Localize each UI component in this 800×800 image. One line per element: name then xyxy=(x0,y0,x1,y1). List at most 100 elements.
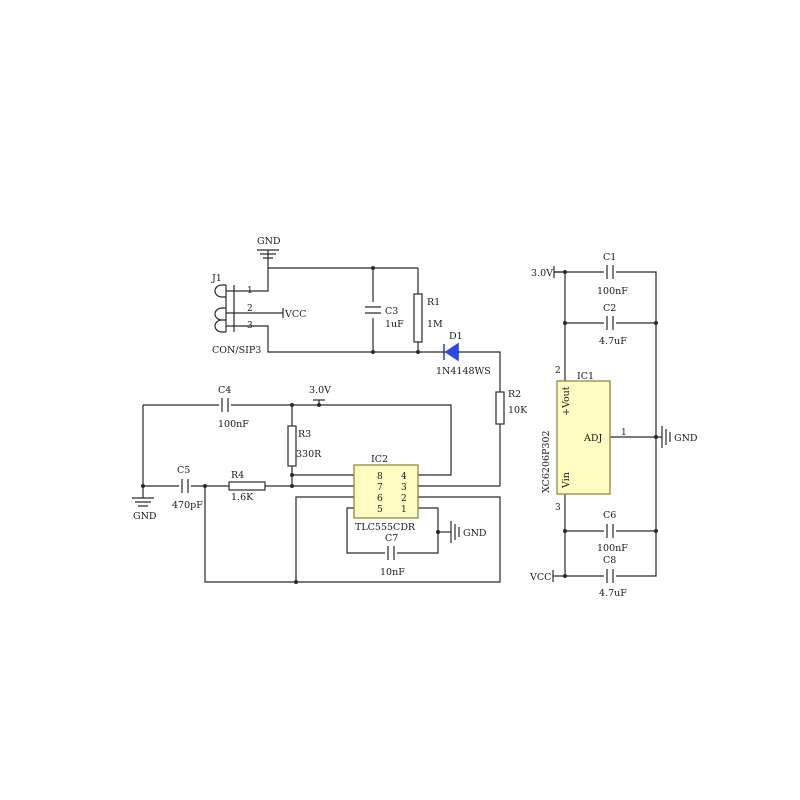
ic2-pin-3: 3 xyxy=(401,483,407,493)
c8-ref: C8 xyxy=(603,555,616,566)
ic2-pin-1: 1 xyxy=(401,505,407,515)
capacitor-c6-symbol xyxy=(606,524,614,538)
capacitor-c5-symbol xyxy=(181,479,189,493)
connector-j1: J1 1 2 3 CON/SIP3 xyxy=(211,273,261,356)
gnd-label-c7: GND xyxy=(463,528,487,539)
capacitor-c4-symbol xyxy=(221,398,229,412)
ic1-vin-label: Vin xyxy=(561,472,572,489)
ic2-pin-8: 8 xyxy=(377,472,383,482)
capacitor-c2-symbol xyxy=(606,316,614,330)
ic1-regulator: IC1 2 1 3 ADJ +Vout Vin XC6206P302 xyxy=(541,366,627,513)
ic2-name: TLC555CDR xyxy=(355,522,416,533)
ic2-pin-7: 7 xyxy=(377,483,383,493)
ic1-vout-label: +Vout xyxy=(561,386,572,416)
j1-ref: J1 xyxy=(211,273,222,284)
r1-ref: R1 xyxy=(427,297,440,308)
capacitor-c3: C3 1uF xyxy=(365,306,404,330)
c6-ref: C6 xyxy=(603,510,616,521)
resistor-r1: R1 1M xyxy=(413,293,443,343)
ic1-pin-1: 1 xyxy=(621,428,627,438)
r2-value: 10K xyxy=(508,405,528,416)
ic2-pin-6: 6 xyxy=(377,494,383,504)
ic2-pin-2: 2 xyxy=(401,494,407,504)
ic1-name: XC6206P302 xyxy=(541,430,552,493)
gnd-icon-top xyxy=(257,249,279,259)
vcc-symbol-reg: VCC xyxy=(529,570,554,583)
c3-ref: C3 xyxy=(385,306,398,317)
c3-value: 1uF xyxy=(385,319,404,330)
c5-value: 470pF xyxy=(172,500,203,511)
gnd-icon-left xyxy=(132,497,154,507)
c7-value: 10nF xyxy=(380,567,405,578)
resistor-r4-body xyxy=(228,481,266,491)
resistor-r1-body xyxy=(413,293,423,343)
ic1-pin-3: 3 xyxy=(555,503,561,513)
v3-symbol-reg: 3.0V xyxy=(531,266,565,279)
gnd-label-top: GND xyxy=(257,236,281,247)
resistor-r3: R3 330R xyxy=(287,425,322,467)
gnd-symbol-top: GND xyxy=(257,236,281,259)
gnd-icon-reg xyxy=(661,426,671,448)
r4-ref: R4 xyxy=(231,470,244,481)
c5-ref: C5 xyxy=(177,465,190,476)
gnd-symbol-c7: GND xyxy=(450,521,487,543)
j1-name: CON/SIP3 xyxy=(212,345,261,356)
j1-pin-1: 1 xyxy=(247,286,253,296)
gnd-symbol-left: GND xyxy=(132,497,157,522)
resistor-r2-body xyxy=(495,391,505,425)
capacitor-c1: C1 100nF xyxy=(597,252,628,297)
ic2-timer: IC2 8 7 6 5 4 3 2 1 TLC555CDR xyxy=(353,454,419,533)
r3-ref: R3 xyxy=(298,429,311,440)
c8-value: 4.7uF xyxy=(599,588,627,599)
c1-value: 100nF xyxy=(597,286,628,297)
ic1-ref: IC1 xyxy=(577,371,594,382)
vcc-symbol-j1: VCC xyxy=(282,308,306,320)
capacitor-c6: C6 100nF xyxy=(597,510,628,554)
junctions xyxy=(141,266,658,584)
vcc-label-reg: VCC xyxy=(529,572,551,583)
capacitor-c7: C7 10nF xyxy=(380,533,405,578)
c6-value: 100nF xyxy=(597,543,628,554)
capacitor-c7-symbol xyxy=(387,546,395,560)
c7-ref: C7 xyxy=(385,533,398,544)
capacitor-c5: C5 470pF xyxy=(172,465,203,511)
c4-value: 100nF xyxy=(218,419,249,430)
v3-bar-icon-reg xyxy=(553,266,565,278)
diode-d1: D1 1N4148WS xyxy=(436,331,491,377)
j1-pin-3: 3 xyxy=(247,321,253,331)
vcc-label-j1: VCC xyxy=(284,309,306,320)
r3-value: 330R xyxy=(296,449,322,460)
gnd-symbol-reg: GND xyxy=(661,426,698,448)
d1-ref: D1 xyxy=(449,331,463,342)
r2-ref: R2 xyxy=(508,389,521,400)
diode-d1-icon xyxy=(443,342,459,362)
v3-label-555: 3.0V xyxy=(309,385,331,396)
capacitor-c2: C2 4.7uF xyxy=(599,303,627,347)
resistor-r2: R2 10K xyxy=(495,389,528,425)
capacitor-c4: C4 100nF xyxy=(218,385,249,430)
ic2-pin-4: 4 xyxy=(401,472,407,482)
connector-j1-symbol xyxy=(214,284,258,333)
ic1-adj-label: ADJ xyxy=(583,433,602,444)
ic2-body xyxy=(353,464,419,519)
ic1-body xyxy=(556,380,611,495)
gnd-icon-c7 xyxy=(450,521,460,543)
capacitor-c3-symbol xyxy=(365,306,381,314)
j1-pin-2: 2 xyxy=(247,304,253,314)
gnd-label-left: GND xyxy=(133,511,157,522)
ic2-ref: IC2 xyxy=(371,454,388,465)
ic1-pin-2: 2 xyxy=(555,366,561,376)
gnd-label-reg: GND xyxy=(674,433,698,444)
capacitor-c1-symbol xyxy=(606,265,614,279)
c2-value: 4.7uF xyxy=(599,336,627,347)
capacitor-c8-symbol xyxy=(606,569,614,583)
v3-symbol-555: 3.0V xyxy=(309,385,331,401)
c1-ref: C1 xyxy=(603,252,616,263)
c4-ref: C4 xyxy=(218,385,231,396)
resistor-r4: R4 1.6K xyxy=(228,470,266,503)
resistor-r3-body xyxy=(287,425,297,467)
v3-label-reg: 3.0V xyxy=(531,268,553,279)
d1-value: 1N4148WS xyxy=(436,366,491,377)
r1-value: 1M xyxy=(427,319,443,330)
